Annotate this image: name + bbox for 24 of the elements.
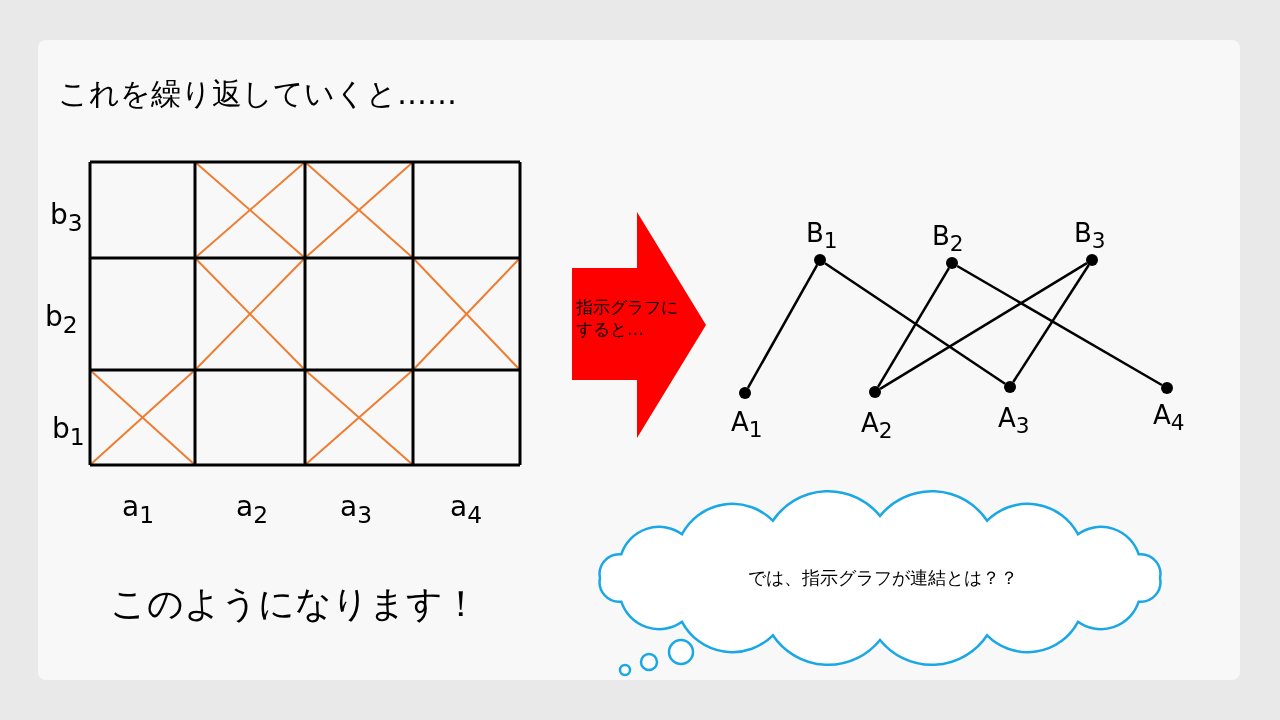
column-label: a$_{3}$ (340, 490, 372, 529)
slide-text: このようになります！ (110, 582, 479, 626)
vertex-label: B$_{2}$ (932, 221, 964, 257)
vertex-label: A$_{4}$ (1153, 400, 1185, 436)
vertex-label: B$_{3}$ (1074, 218, 1106, 254)
vertex-label: A$_{2}$ (861, 408, 893, 444)
graph-edge (879, 262, 1088, 390)
column-label: a$_{1}$ (122, 490, 154, 529)
row-label: b$_{2}$ (45, 300, 78, 339)
vertex-label: A$_{1}$ (731, 407, 763, 443)
column-label: a$_{4}$ (450, 490, 482, 529)
vertex-label: B$_{1}$ (806, 218, 838, 254)
vertex-label: A$_{3}$ (998, 403, 1030, 439)
slide-title: これを繰り返していくと…… (58, 75, 457, 113)
arrow-label: 指示グラフにすると… (576, 296, 679, 340)
graph-edge (877, 267, 950, 388)
column-label: a$_{2}$ (236, 490, 268, 529)
row-label: b$_{1}$ (52, 412, 85, 451)
graph-edge (1012, 264, 1090, 383)
graph-edge (956, 264, 1163, 387)
graph-edge (746, 264, 819, 389)
cloud-text: では、指示グラフが連結とは？？ (746, 566, 1019, 590)
row-label: b$_{3}$ (50, 198, 83, 237)
graph-edge (824, 262, 1006, 385)
